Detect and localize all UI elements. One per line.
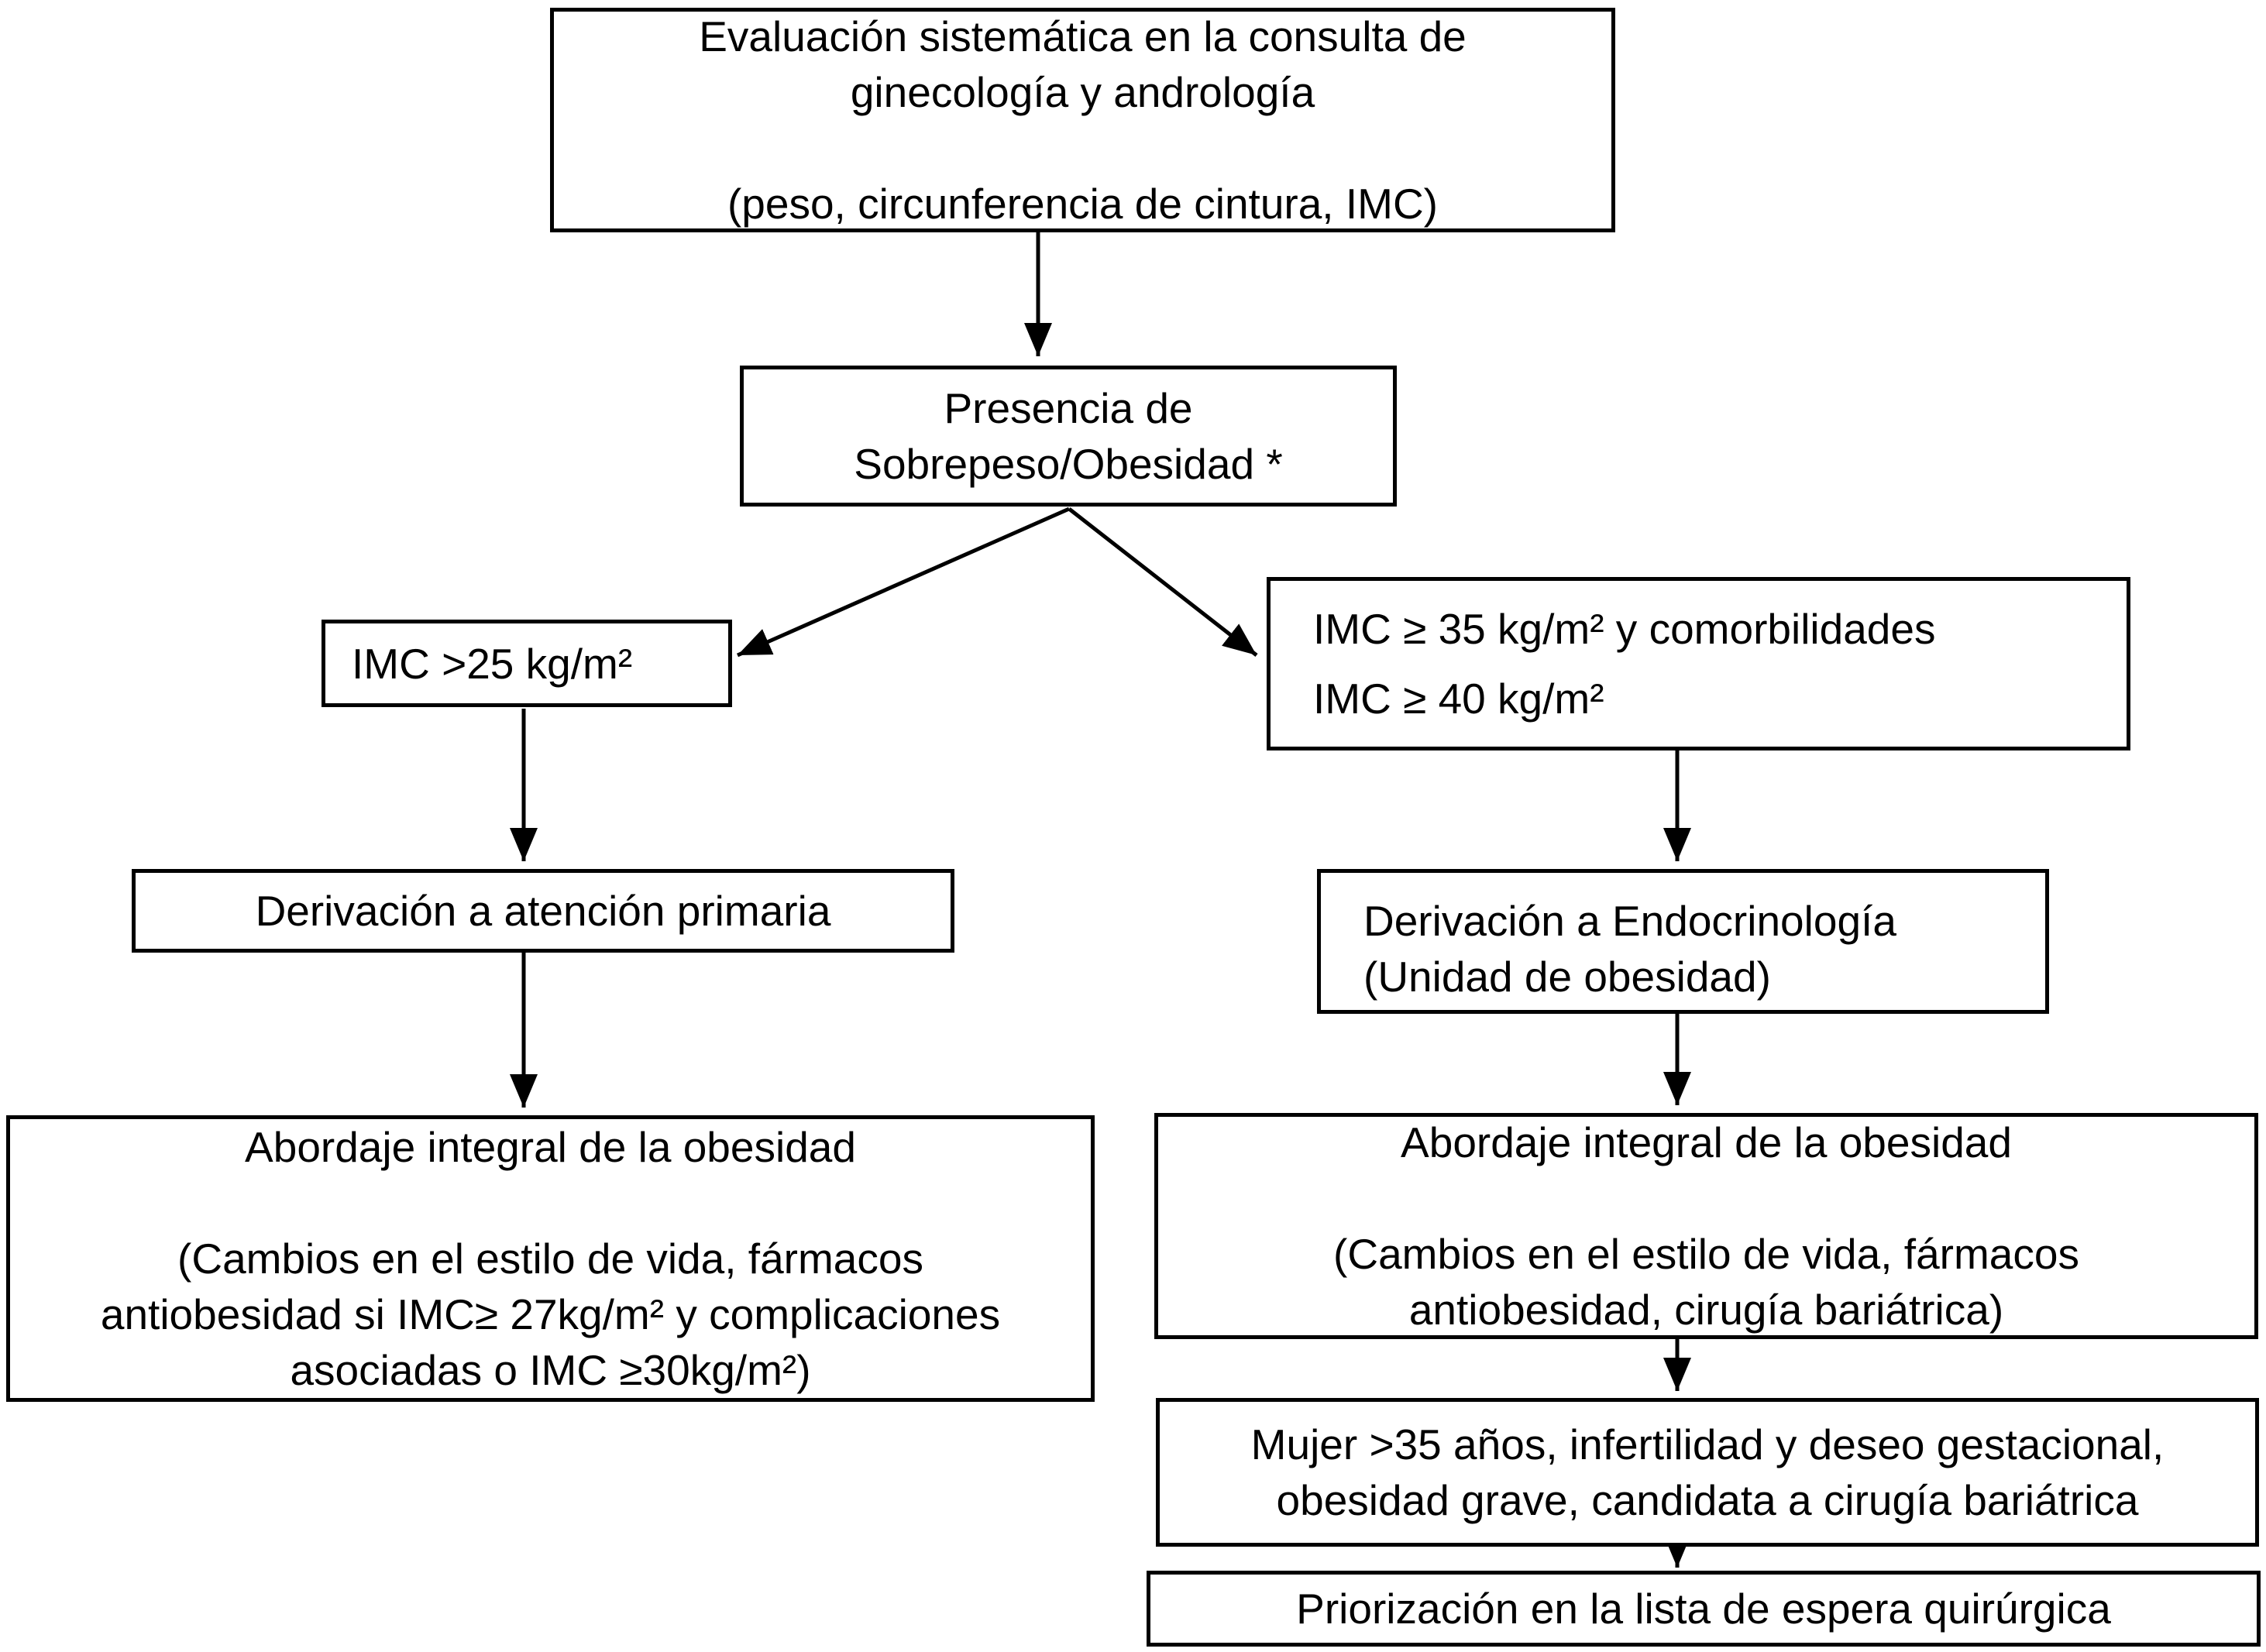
node-evaluacion-sistematica: Evaluación sistemática en la consulta de… [550, 8, 1615, 232]
node-priorizacion-lista-espera: Priorización en la lista de espera quirú… [1147, 1571, 2261, 1647]
node-presencia-sobrepeso-obesidad: Presencia de Sobrepeso/Obesidad * [740, 366, 1397, 507]
text-line: Sobrepeso/Obesidad * [854, 440, 1283, 488]
text-line: Derivación a atención primaria [255, 887, 831, 935]
node-abordaje-integral-derecha: Abordaje integral de la obesidad (Cambio… [1154, 1113, 2258, 1339]
node-imc-mayor-25: IMC >25 kg/m² [322, 620, 732, 707]
node-abordaje-integral-izquierda: Abordaje integral de la obesidad (Cambio… [6, 1115, 1095, 1402]
text-line: (peso, circunferencia de cintura, IMC) [727, 180, 1439, 228]
text-line: Priorización en la lista de espera quirú… [1296, 1585, 2111, 1633]
node-derivacion-endocrinologia: Derivación a Endocrinología (Unidad de o… [1317, 869, 2049, 1014]
text-line: antiobesidad si IMC≥ 27kg/m² y complicac… [100, 1290, 1001, 1338]
text-line: antiobesidad, cirugía bariátrica) [1408, 1286, 2004, 1334]
text-line: obesidad grave, candidata a cirugía bari… [1276, 1476, 2139, 1524]
text-line: (Cambios en el estilo de vida, fármacos [177, 1235, 923, 1283]
text-line: Evaluación sistemática en la consulta de [699, 12, 1467, 60]
text-line: ginecología y andrología [850, 68, 1315, 116]
text-line: IMC ≥ 40 kg/m² [1313, 675, 1604, 723]
node-imc-35-comorbilidades-40: IMC ≥ 35 kg/m² y comorbilidades IMC ≥ 40… [1267, 577, 2130, 750]
node-mujer-35-infertilidad: Mujer >35 años, infertilidad y deseo ges… [1156, 1398, 2259, 1547]
text-line: Abordaje integral de la obesidad [1401, 1118, 2012, 1166]
text-line: (Cambios en el estilo de vida, fármacos [1333, 1230, 2079, 1278]
text-line: Derivación a Endocrinología [1363, 897, 1896, 945]
text-line: (Unidad de obesidad) [1363, 953, 1771, 1001]
text-line: IMC >25 kg/m² [352, 639, 633, 688]
text-line: Mujer >35 años, infertilidad y deseo ges… [1250, 1420, 2165, 1468]
text-line: Abordaje integral de la obesidad [245, 1123, 856, 1171]
text-line: IMC ≥ 35 kg/m² y comorbilidades [1313, 605, 1936, 653]
text-line: asociadas o IMC ≥30kg/m²) [290, 1346, 811, 1394]
arrow-presencia-imc3540 [1068, 507, 1258, 657]
arrow-presencia-imc25 [736, 507, 1071, 658]
text-line: Presencia de [944, 384, 1193, 432]
node-derivacion-atencion-primaria: Derivación a atención primaria [132, 869, 954, 953]
